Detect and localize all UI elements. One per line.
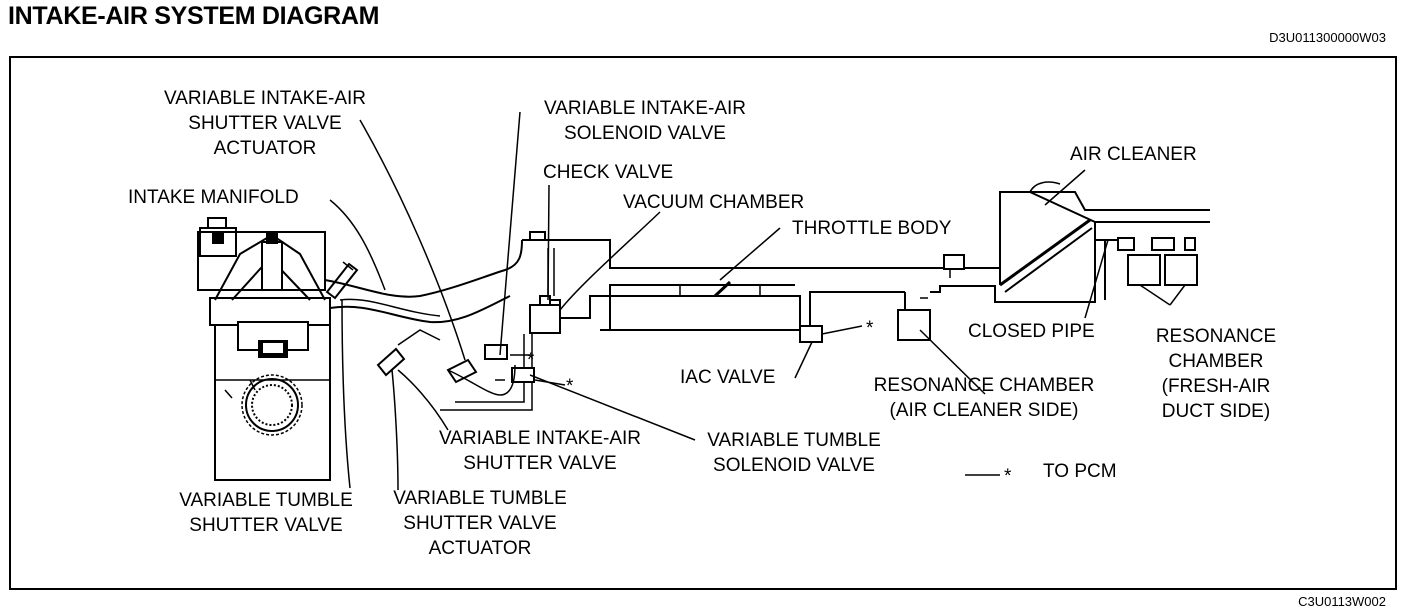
page-title: INTAKE-AIR SYSTEM DIAGRAM <box>8 2 380 30</box>
label-vi-actuator: VARIABLE INTAKE-AIR SHUTTER VALVE ACTUAT… <box>164 88 366 159</box>
label-vi-solenoid: VARIABLE INTAKE-AIR SOLENOID VALVE <box>544 98 746 144</box>
svg-text:SHUTTER VALVE: SHUTTER VALVE <box>463 453 616 474</box>
svg-text:VARIABLE TUMBLE: VARIABLE TUMBLE <box>393 488 567 509</box>
resonance-chamber-fresh <box>1117 237 1198 286</box>
pcm-mark-vi: * <box>527 350 535 371</box>
label-vt-shutter: VARIABLE TUMBLE SHUTTER VALVE <box>179 490 353 536</box>
label-vt-actuator: VARIABLE TUMBLE SHUTTER VALVE ACTUATOR <box>393 488 567 559</box>
svg-text:VARIABLE INTAKE-AIR: VARIABLE INTAKE-AIR <box>164 88 366 109</box>
legend-to-pcm: TO PCM <box>1043 461 1117 482</box>
svg-text:(FRESH-AIR: (FRESH-AIR <box>1162 376 1271 397</box>
label-iac-valve: IAC VALVE <box>680 367 775 388</box>
vi-actuator <box>446 358 516 396</box>
svg-text:SHUTTER VALVE: SHUTTER VALVE <box>188 113 341 134</box>
label-vt-solenoid: VARIABLE TUMBLE SOLENOID VALVE <box>707 430 881 476</box>
diagram-frame <box>9 56 1397 590</box>
label-resonance-fresh: RESONANCE CHAMBER (FRESH-AIR DUCT SIDE) <box>1156 326 1276 422</box>
legend-mark: * <box>1004 466 1012 487</box>
svg-text:DUCT SIDE): DUCT SIDE) <box>1162 401 1270 422</box>
label-resonance-ac: RESONANCE CHAMBER (AIR CLEANER SIDE) <box>874 375 1095 421</box>
svg-text:RESONANCE CHAMBER: RESONANCE CHAMBER <box>874 375 1095 396</box>
label-intake-manifold: INTAKE MANIFOLD <box>128 187 299 208</box>
svg-text:SOLENOID VALVE: SOLENOID VALVE <box>564 123 726 144</box>
svg-text:SHUTTER VALVE: SHUTTER VALVE <box>403 513 556 534</box>
pcm-mark-iac: * <box>866 318 874 339</box>
label-throttle-body: THROTTLE BODY <box>792 218 952 239</box>
label-vi-shutter: VARIABLE INTAKE-AIR SHUTTER VALVE <box>439 428 641 474</box>
svg-text:VARIABLE INTAKE-AIR: VARIABLE INTAKE-AIR <box>439 428 641 449</box>
svg-text:VARIABLE TUMBLE: VARIABLE TUMBLE <box>707 430 881 451</box>
svg-text:VARIABLE INTAKE-AIR: VARIABLE INTAKE-AIR <box>544 98 746 119</box>
svg-text:ACTUATOR: ACTUATOR <box>214 138 317 159</box>
throttle-plate <box>713 280 732 298</box>
leader-lines <box>329 111 1186 491</box>
label-check-valve: CHECK VALVE <box>543 162 673 183</box>
figure-code-bottom: C3U0113W002 <box>1298 594 1386 609</box>
svg-text:CHAMBER: CHAMBER <box>1168 351 1263 372</box>
intake-manifold <box>324 231 945 331</box>
svg-text:RESONANCE: RESONANCE <box>1156 326 1276 347</box>
vt-actuator <box>376 329 441 377</box>
svg-text:(AIR CLEANER SIDE): (AIR CLEANER SIDE) <box>890 400 1079 421</box>
label-air-cleaner: AIR CLEANER <box>1070 144 1197 165</box>
label-closed-pipe: CLOSED PIPE <box>968 321 1095 342</box>
svg-text:ACTUATOR: ACTUATOR <box>429 538 532 559</box>
figure-code-top: D3U011300000W03 <box>1269 30 1386 45</box>
pcm-mark-vt: * <box>566 376 574 397</box>
svg-text:SHUTTER VALVE: SHUTTER VALVE <box>189 515 342 536</box>
engine-block <box>197 217 331 481</box>
svg-text:VARIABLE TUMBLE: VARIABLE TUMBLE <box>179 490 353 511</box>
svg-text:SOLENOID VALVE: SOLENOID VALVE <box>713 455 875 476</box>
injector <box>325 261 359 300</box>
iac-valve <box>799 325 863 343</box>
label-vacuum-chamber: VACUUM CHAMBER <box>623 192 804 213</box>
air-intake-duct <box>920 181 1210 303</box>
